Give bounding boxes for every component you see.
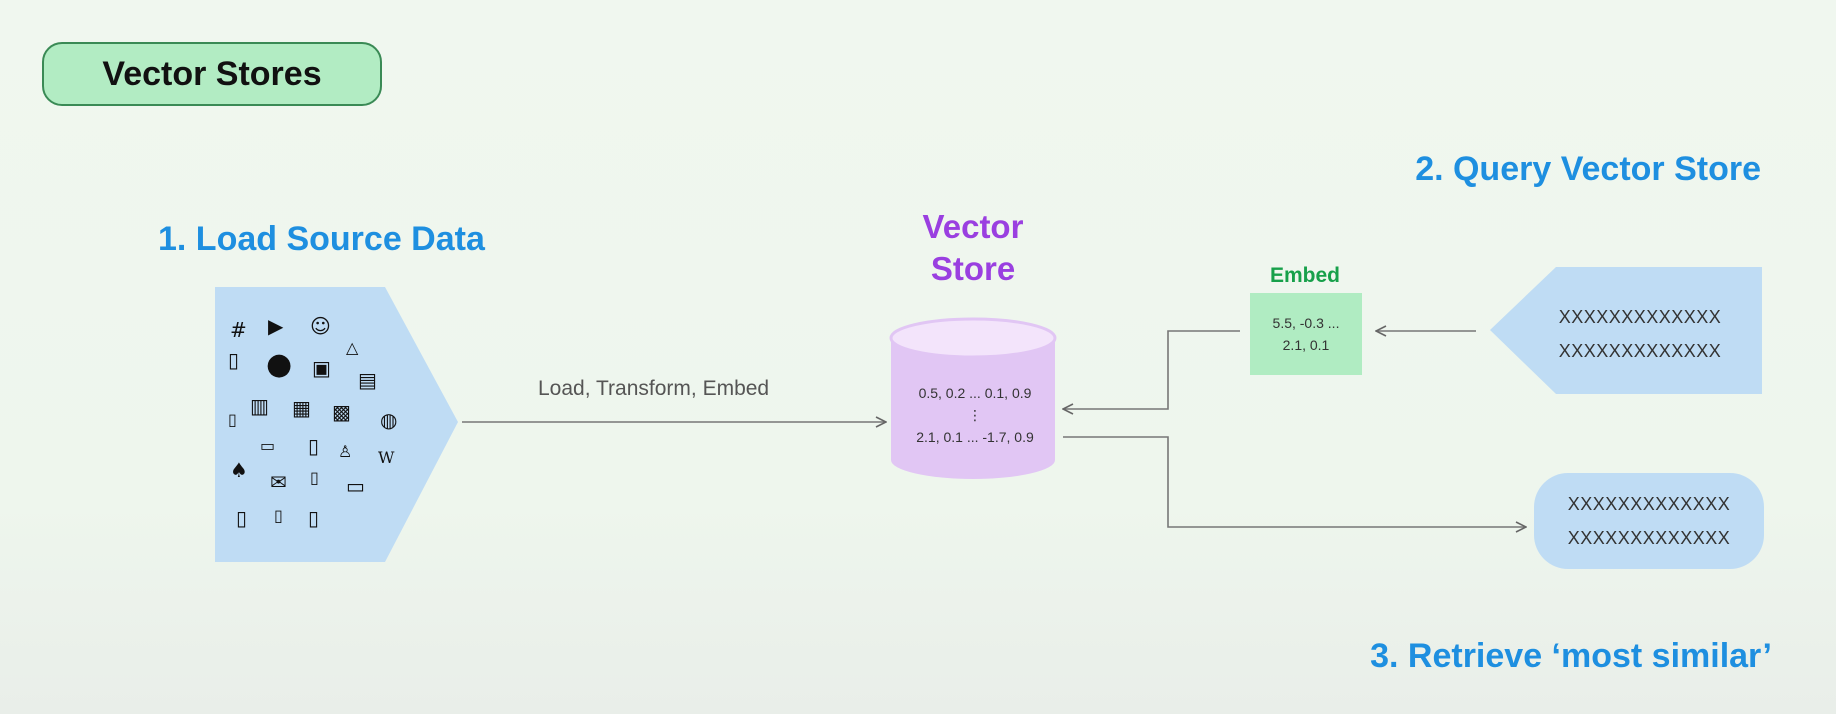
vector-store-cylinder	[889, 317, 1057, 479]
vector-store-values: 0.5, 0.2 ... 0.1, 0.9 ⋮ 2.1, 0.1 ... -1.…	[895, 382, 1055, 448]
query-line: XXXXXXXXXXXXX	[1558, 341, 1722, 361]
source-icons: # ▶ ☺ ▯ ● ▣ △ ▤ ▯ ▥ ▦ ▩ ◍ ▭ ▯ ♙ W ♠ ✉ ▯ …	[228, 308, 428, 548]
embed-to-store-arrow	[1063, 330, 1240, 409]
vector-store-title-line1: Vector	[922, 208, 1024, 245]
vector-store-title: Vector Store	[873, 206, 1073, 290]
email-icon: ✉	[270, 470, 287, 494]
notion-icon: ▥	[250, 394, 269, 418]
vector-store-title-line2: Store	[930, 250, 1016, 287]
image-icon: ▣	[312, 356, 331, 380]
query-shape	[1490, 267, 1762, 394]
embed-box: 5.5, -0.3 ... 2.1, 0.1	[1250, 293, 1362, 375]
result-line: XXXXXXXXXXXXX	[1567, 494, 1731, 514]
document-icon: ▯	[308, 506, 320, 530]
embed-label: Embed	[1269, 264, 1340, 287]
document-icon: ▯	[228, 348, 240, 372]
document-icon: ▯	[308, 434, 320, 458]
json-icon: ▩	[332, 400, 351, 424]
source-data-shape	[215, 287, 458, 562]
web-icon: ◍	[380, 408, 398, 432]
drive-icon: △	[346, 338, 359, 357]
folder-icon: ▭	[346, 474, 365, 498]
vector-row: 2.1, 0.1 ... -1.7, 0.9	[916, 429, 1034, 445]
result-box: XXXXXXXXXXXXX XXXXXXXXXXXXX	[1534, 473, 1764, 569]
result-line: XXXXXXXXXXXXX	[1567, 528, 1731, 548]
wikipedia-icon: W	[378, 448, 395, 467]
youtube-icon: ▶	[268, 314, 284, 338]
database-icon: ▦	[292, 396, 311, 420]
embed-vector-line: 2.1, 0.1	[1282, 337, 1330, 353]
query-text: XXXXXXXXXXXXX XXXXXXXXXXXXX	[1540, 300, 1740, 368]
document-icon: ▯	[236, 506, 248, 530]
vector-row: 0.5, 0.2 ... 0.1, 0.9	[918, 385, 1032, 401]
title-badge: Vector Stores	[42, 42, 382, 106]
github-icon: ●	[266, 347, 293, 382]
store-to-result-arrow	[1063, 436, 1526, 527]
vector-row-ellipsis: ⋮	[968, 407, 982, 423]
diagram-title: Vector Stores	[102, 54, 322, 93]
step-load-source-data: 1. Load Source Data	[158, 220, 485, 258]
pdf-icon: ▤	[358, 368, 377, 392]
load-transform-embed-label: Load, Transform, Embed	[538, 377, 770, 400]
query-line: XXXXXXXXXXXXX	[1558, 307, 1722, 327]
whatsapp-icon: ▭	[260, 436, 276, 455]
step-retrieve-most-similar: 3. Retrieve ‘most similar’	[1370, 637, 1772, 675]
document-icon: ▯	[274, 506, 283, 525]
html-icon: ▯	[310, 468, 319, 487]
step-query-vector-store: 2. Query Vector Store	[1415, 150, 1761, 188]
slack-icon: #	[230, 318, 247, 342]
document-icon: ▯	[228, 410, 237, 429]
discord-icon: ☺	[310, 314, 331, 338]
embed-vector-line: 5.5, -0.3 ...	[1272, 315, 1340, 331]
person-icon: ♙	[338, 442, 353, 461]
twitter-icon: ♠	[230, 458, 248, 482]
